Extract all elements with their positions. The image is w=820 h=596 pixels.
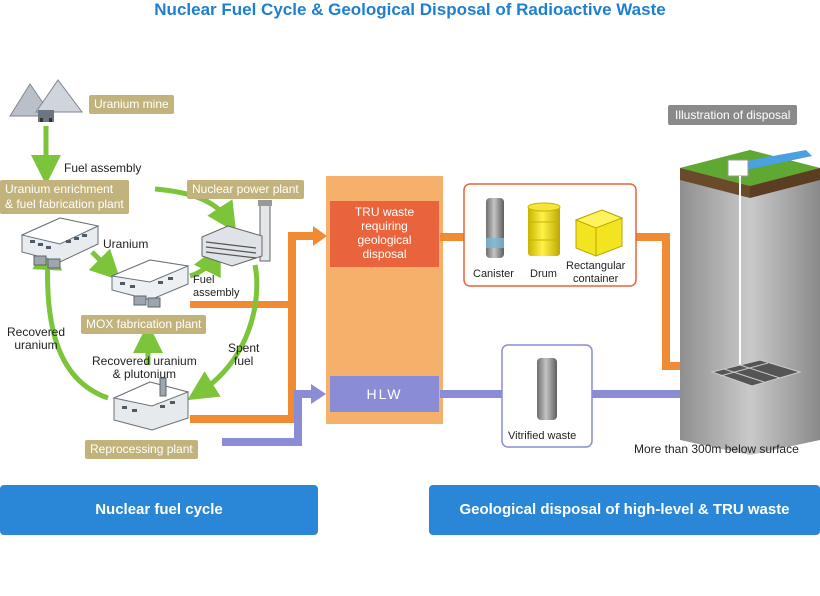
vitrified-canister-icon: [537, 358, 557, 420]
power-plant-label: Nuclear power plant: [187, 180, 304, 199]
reprocessing-plant-icon: [112, 377, 190, 431]
enrichment-plant-icon: [20, 217, 100, 269]
spent-fuel-label: Spent fuel: [228, 341, 260, 368]
drum-label: Drum: [530, 268, 557, 280]
geological-disposal-button[interactable]: Geological disposal of high-level & TRU …: [429, 485, 820, 535]
power-plant-icon: [201, 200, 272, 267]
disposal-illustration: [680, 150, 820, 455]
fuel-assembly-label: Fuel assembly: [64, 161, 142, 175]
mox-plant-icon: [110, 259, 190, 308]
nuclear-fuel-cycle-button[interactable]: Nuclear fuel cycle: [0, 485, 318, 535]
tru-waste-box: TRU waste requiring geological disposal: [330, 201, 439, 267]
recovered-uranium-label: Recovered uranium: [7, 325, 66, 352]
reprocessing-plant-label: Reprocessing plant: [85, 440, 198, 459]
hlw-box: HLW: [330, 376, 439, 412]
depth-note: More than 300m below surface: [634, 442, 799, 456]
fuel-assembly-mid-label: Fuel assembly: [193, 274, 240, 299]
page-title: Nuclear Fuel Cycle & Geological Disposal…: [154, 0, 666, 19]
vitrified-waste-label: Vitrified waste: [508, 430, 577, 442]
canister-icon: [486, 198, 504, 258]
canister-label: Canister: [473, 268, 514, 280]
uranium-flow-label: Uranium: [103, 237, 149, 251]
uranium-mine-label: Uranium mine: [89, 95, 174, 114]
uranium-mine-icon: [9, 79, 83, 122]
rectangular-container-label: Rectangular container: [566, 260, 626, 285]
mox-plant-label: MOX fabrication plant: [81, 315, 207, 334]
tru-flow-arrows: [190, 226, 694, 423]
rectangular-container-icon: [574, 209, 624, 257]
recovered-u-pu-label: Recovered uranium & plutonium: [92, 354, 197, 381]
enrichment-plant-label: Uranium enrichment & fuel fabrication pl…: [0, 180, 129, 214]
drum-icon: [527, 202, 561, 256]
illustration-label: Illustration of disposal: [668, 105, 798, 125]
